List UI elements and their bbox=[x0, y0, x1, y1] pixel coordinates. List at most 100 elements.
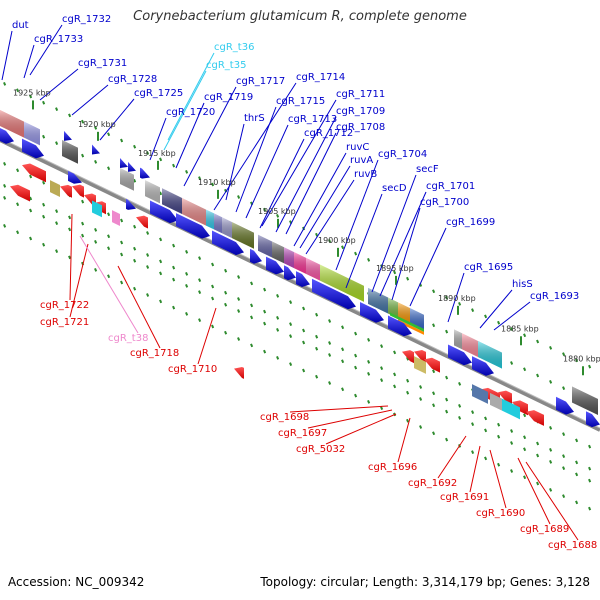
track-tick bbox=[29, 208, 33, 213]
track-tick bbox=[328, 353, 332, 357]
track-tick bbox=[172, 243, 176, 248]
track-tick bbox=[198, 256, 202, 261]
leader-line bbox=[149, 117, 167, 161]
track-tick bbox=[172, 163, 176, 168]
track-tick bbox=[315, 312, 319, 317]
reverse-gene bbox=[60, 184, 72, 198]
cog-bar-shade bbox=[145, 180, 160, 204]
leader-line bbox=[391, 207, 421, 301]
leader-line bbox=[275, 116, 337, 233]
forward-gene bbox=[586, 411, 600, 428]
forward-gene bbox=[266, 256, 284, 275]
track-tick bbox=[133, 178, 137, 183]
gene-label: cgR_1719 bbox=[204, 92, 253, 103]
track-tick bbox=[42, 100, 46, 105]
track-tick bbox=[510, 469, 514, 473]
gene-label: cgR_1688 bbox=[548, 540, 597, 551]
track-tick bbox=[523, 475, 527, 480]
cog-bar-shade bbox=[162, 188, 182, 214]
track-tick bbox=[406, 276, 410, 281]
track-tick bbox=[198, 278, 202, 283]
leader-line bbox=[305, 179, 355, 255]
track-tick bbox=[380, 378, 384, 383]
leader-line bbox=[379, 191, 427, 297]
track-tick bbox=[3, 162, 7, 166]
forward-gene bbox=[388, 315, 412, 337]
map-title: Corynebacterium glutamicum R, complete g… bbox=[133, 9, 467, 24]
ruler-label: 1895 kbp bbox=[376, 264, 414, 273]
reverse-gene bbox=[22, 163, 46, 183]
track-tick bbox=[406, 418, 410, 423]
track-tick bbox=[146, 151, 150, 155]
reverse-gene bbox=[234, 366, 244, 379]
track-tick bbox=[302, 328, 306, 333]
leader-line bbox=[197, 307, 217, 365]
gene-label: cgR_t38 bbox=[108, 333, 148, 344]
forward-gene bbox=[212, 230, 244, 256]
track-tick bbox=[42, 242, 46, 247]
gene-label: cgR_1718 bbox=[130, 348, 179, 359]
cog-bar-shade bbox=[24, 121, 40, 146]
track-tick bbox=[497, 462, 501, 467]
cog-bar-shade bbox=[232, 222, 254, 249]
track-tick bbox=[237, 309, 241, 313]
track-tick bbox=[354, 365, 358, 370]
gene-label: cgR_1696 bbox=[368, 462, 417, 473]
track-tick bbox=[211, 296, 215, 301]
gene-label: cgR_1693 bbox=[530, 291, 579, 302]
track-tick bbox=[107, 246, 111, 251]
track-tick bbox=[172, 305, 176, 310]
track-tick bbox=[250, 303, 254, 308]
track-tick bbox=[120, 138, 124, 143]
leader-line bbox=[517, 457, 551, 525]
ruler-label: 1920 kbp bbox=[78, 120, 116, 129]
track-tick bbox=[120, 240, 124, 245]
track-tick bbox=[393, 372, 397, 377]
track-tick bbox=[302, 340, 306, 345]
forward-gene bbox=[250, 248, 262, 264]
track-tick bbox=[185, 250, 189, 254]
track-tick bbox=[198, 176, 202, 181]
gene-label: cgR_t36 bbox=[214, 42, 254, 53]
forward-gene bbox=[312, 278, 356, 310]
forward-gene bbox=[120, 158, 128, 168]
forward-gene bbox=[360, 302, 384, 323]
track-tick bbox=[159, 157, 163, 162]
reverse-gene bbox=[526, 410, 544, 426]
track-tick bbox=[315, 334, 319, 339]
track-tick bbox=[107, 212, 111, 217]
track-tick bbox=[211, 284, 215, 289]
track-tick bbox=[367, 257, 371, 262]
leader-line bbox=[23, 44, 35, 79]
cog-bar-shade bbox=[258, 234, 272, 258]
gene-label: cgR_1722 bbox=[40, 300, 89, 311]
reverse-gene bbox=[72, 184, 84, 198]
leader-line bbox=[335, 159, 379, 271]
track-tick bbox=[341, 359, 345, 364]
gene-label: cgR_1715 bbox=[276, 96, 325, 107]
track-tick bbox=[536, 481, 540, 486]
cog-bar bbox=[398, 319, 424, 335]
track-tick bbox=[55, 107, 59, 111]
track-tick bbox=[393, 384, 397, 389]
track-tick bbox=[81, 153, 85, 158]
leader-line bbox=[79, 235, 139, 334]
gene-label: cgR_1692 bbox=[408, 478, 457, 489]
leader-line bbox=[245, 124, 289, 219]
track-tick bbox=[562, 352, 566, 356]
leader-line bbox=[437, 435, 467, 479]
reverse-gene bbox=[402, 350, 414, 364]
track-tick bbox=[445, 409, 449, 414]
track-tick bbox=[575, 472, 579, 477]
leader-line bbox=[489, 449, 507, 509]
leader-line bbox=[235, 106, 277, 213]
track-tick bbox=[276, 356, 280, 360]
cog-bar-shade bbox=[572, 386, 598, 416]
track-tick bbox=[523, 413, 527, 418]
track-tick bbox=[133, 286, 137, 291]
track-tick bbox=[107, 234, 111, 239]
track-tick bbox=[471, 450, 475, 455]
forward-gene bbox=[448, 344, 472, 366]
track-tick bbox=[107, 132, 111, 137]
leader-line bbox=[71, 84, 109, 116]
